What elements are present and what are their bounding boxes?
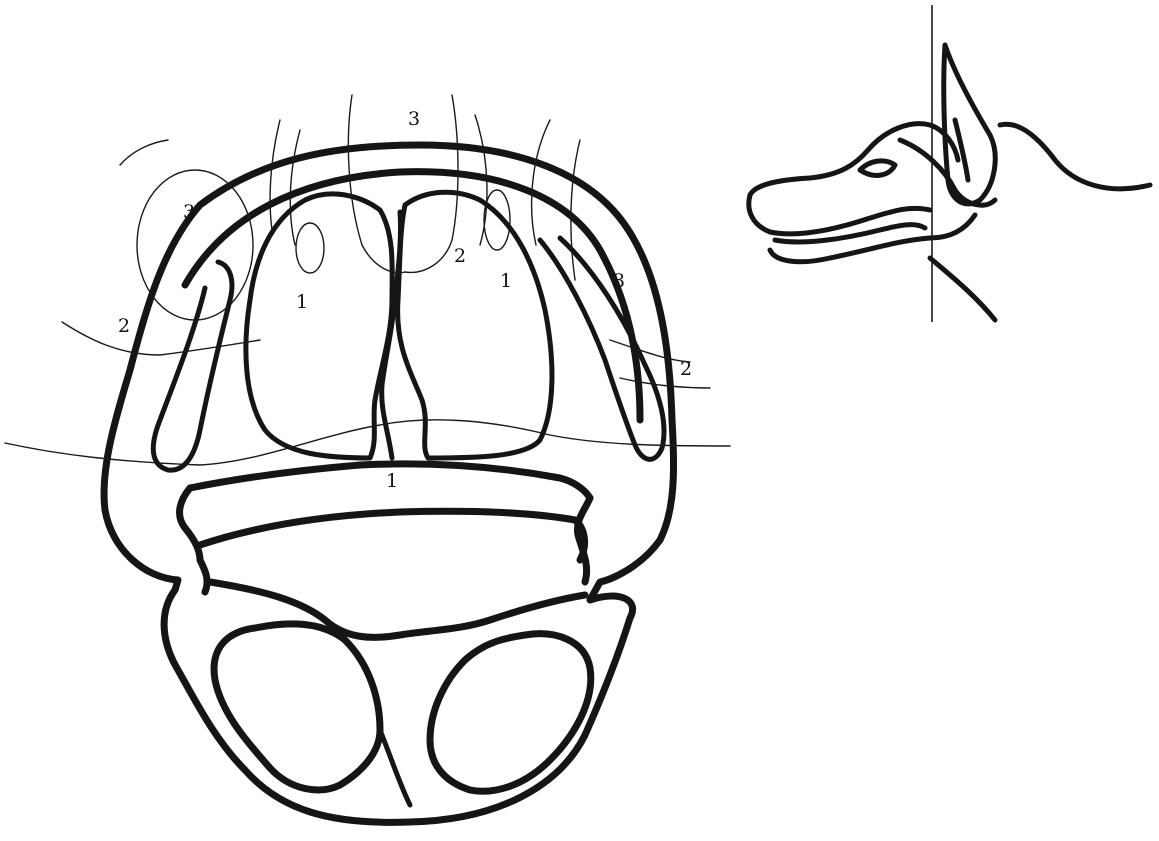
label-zone1-right-sinus: 1 <box>500 270 512 292</box>
left-dental-lobe <box>153 262 232 470</box>
dog-throat <box>930 258 995 320</box>
label-zone2-center: 2 <box>454 245 466 267</box>
right-mandible-body <box>430 634 591 791</box>
label-zone3-right: 3 <box>613 270 625 292</box>
left-nasal-chamber <box>246 194 392 458</box>
label-zone3-left: 3 <box>183 201 195 223</box>
zone1-left-sinus-ellipse <box>296 223 324 273</box>
dog-head-profile <box>749 45 1150 320</box>
zone2-right-curve-lower <box>620 378 710 388</box>
dog-muzzle-lower <box>749 195 930 234</box>
zone3-top-arc-left <box>348 95 405 273</box>
dog-eye <box>860 161 895 176</box>
label-zone2-right: 2 <box>680 358 692 380</box>
label-zone2-left: 2 <box>118 315 130 337</box>
zone-arc-left-upper <box>270 120 280 230</box>
zone-arc-mid-right <box>532 120 550 245</box>
label-zone1-center: 1 <box>386 470 398 492</box>
label-zone3-top: 3 <box>408 108 420 130</box>
dog-neck-back <box>1000 124 1150 189</box>
label-zone1-left-sinus: 1 <box>296 291 308 313</box>
right-nasal-chamber <box>398 192 552 458</box>
zone3-left-ellipse <box>137 170 253 320</box>
zone2-right-curve <box>610 340 690 362</box>
zone-arc-left-upper-2 <box>290 130 300 245</box>
mandible-midline <box>380 730 410 805</box>
dog-muzzle-upper <box>750 124 958 195</box>
dog-jaw <box>770 215 975 262</box>
zone3-left-arc <box>120 140 168 165</box>
palate-lower-edge <box>200 511 585 560</box>
zone2-left-curve <box>62 322 260 355</box>
left-maxilla-joint <box>180 488 208 592</box>
